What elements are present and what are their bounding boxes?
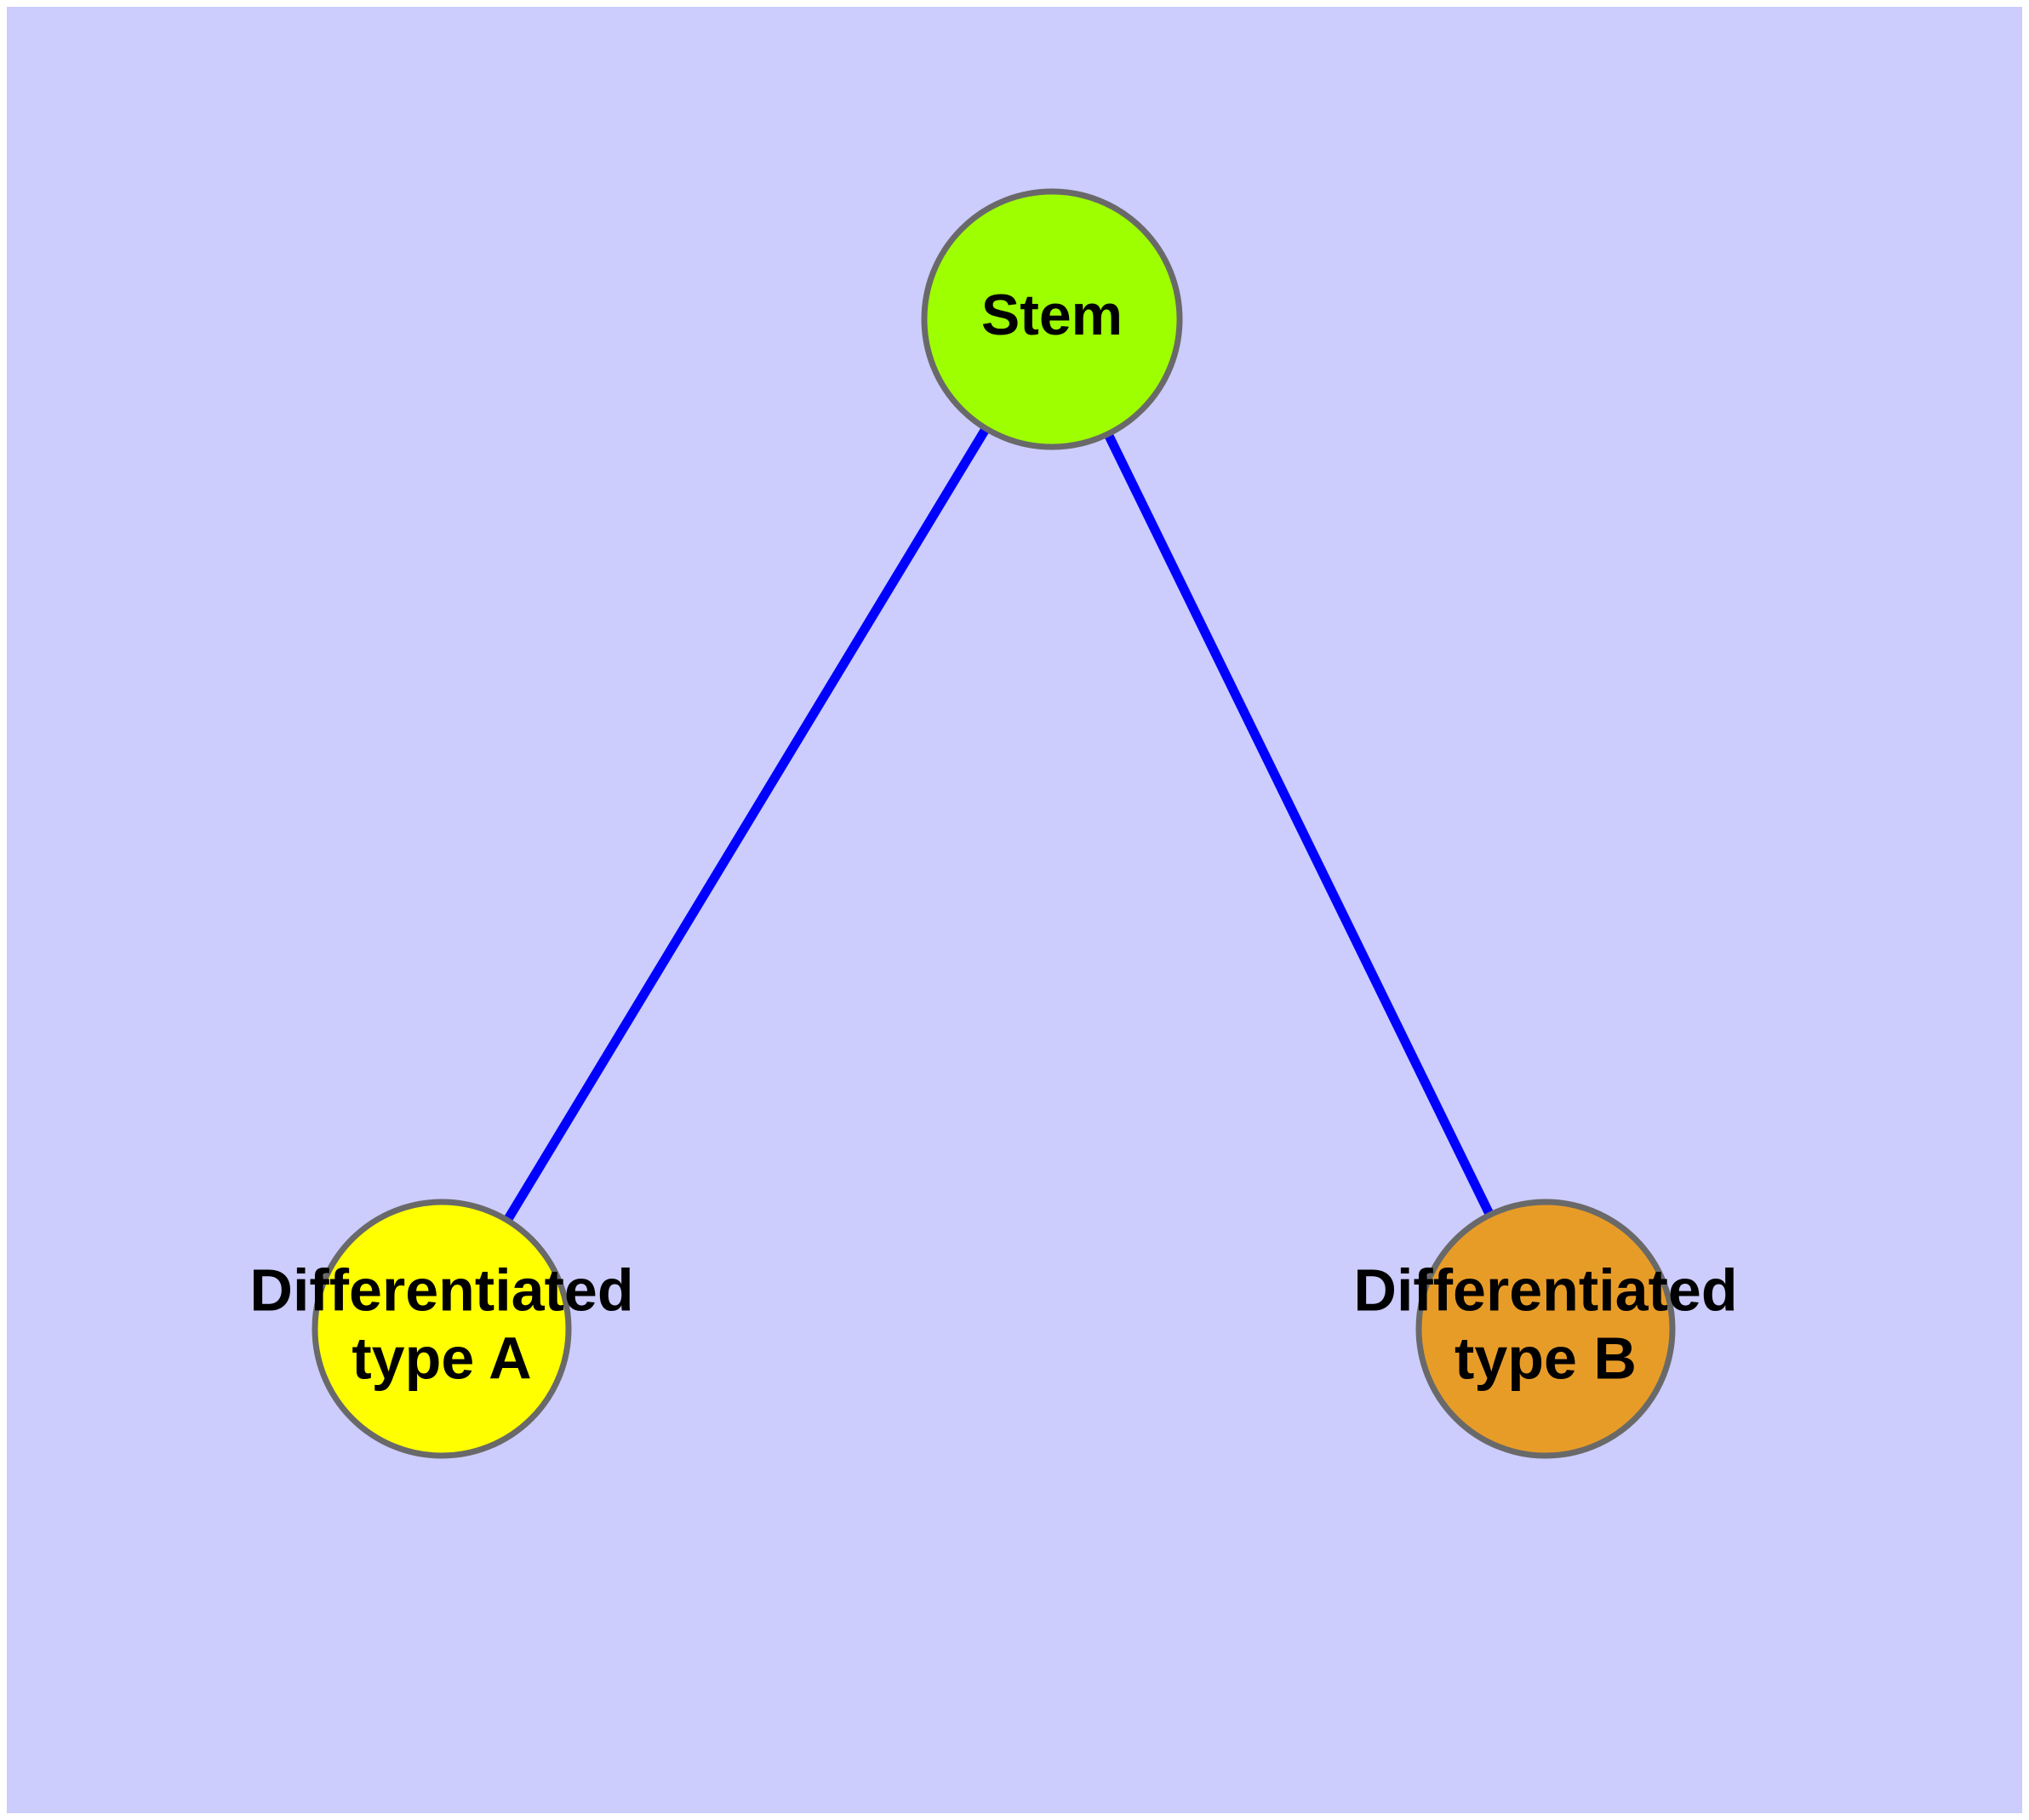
node-type-b[interactable] bbox=[1415, 1199, 1676, 1459]
labels-layer: Stem Differentiated type A Differentiate… bbox=[249, 283, 1737, 1392]
node-type-b-label-line2: type B bbox=[1455, 1325, 1637, 1391]
node-type-a-circle[interactable] bbox=[311, 1199, 572, 1459]
edge-stem-to-type-b[interactable] bbox=[1048, 317, 1550, 1331]
node-type-b-label-line1: Differentiated bbox=[1353, 1256, 1737, 1323]
node-type-b-circle[interactable] bbox=[1415, 1199, 1676, 1459]
node-stem-circle[interactable] bbox=[921, 188, 1183, 450]
node-stem[interactable] bbox=[921, 188, 1183, 450]
node-stem-label: Stem bbox=[981, 283, 1123, 347]
node-type-a[interactable] bbox=[311, 1199, 572, 1459]
node-type-a-label-line1: Differentiated bbox=[249, 1256, 633, 1323]
edge-stem-to-type-a[interactable] bbox=[437, 317, 1056, 1331]
edges-layer bbox=[437, 317, 1550, 1331]
nodes-layer bbox=[311, 188, 1676, 1459]
node-type-a-label-line2: type A bbox=[352, 1325, 531, 1391]
